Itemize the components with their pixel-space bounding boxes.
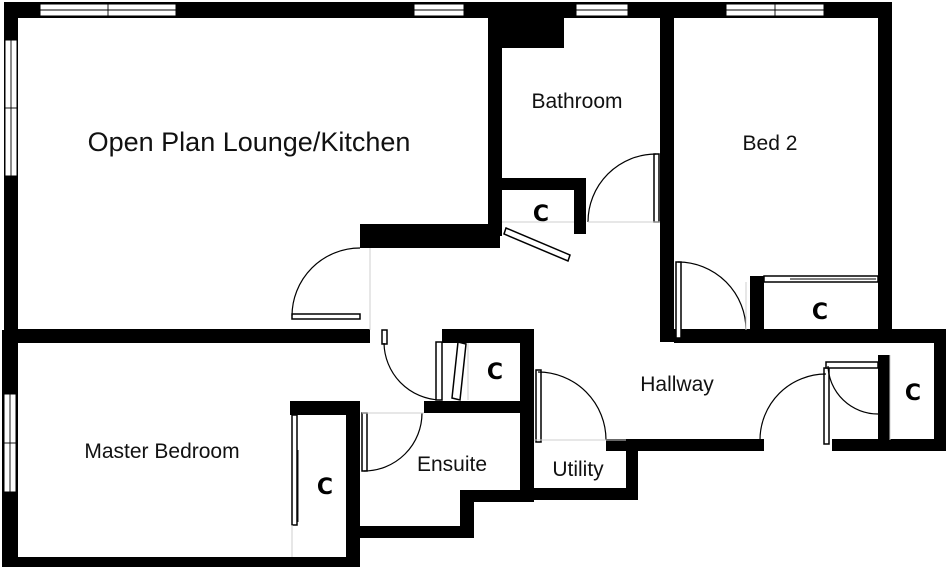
window-lounge-left bbox=[4, 39, 18, 177]
door-right-cupboard bbox=[825, 355, 891, 440]
wall-bath-bed2 bbox=[660, 2, 674, 342]
wall-bath-cupboard-top bbox=[500, 178, 586, 190]
wall-bed2-bottom bbox=[674, 329, 946, 343]
wall-ensuite-step-top bbox=[460, 490, 534, 502]
wall-ensuite-left bbox=[346, 401, 360, 567]
room-labels: Open Plan Lounge/Kitchen Bathroom Bed 2 … bbox=[84, 90, 797, 481]
door-hall-cupboard bbox=[451, 341, 469, 401]
wall-hall-bottom bbox=[606, 439, 764, 451]
wall-column bbox=[500, 2, 564, 48]
wall-bed2-cupboard-left bbox=[750, 276, 764, 342]
wall-master-cupboard-top bbox=[290, 401, 360, 415]
door-master-cupboard bbox=[291, 414, 299, 557]
wall-bottom-left bbox=[2, 557, 358, 567]
doors bbox=[291, 153, 891, 557]
room-label-ensuite: Ensuite bbox=[417, 453, 487, 476]
wall-utility-right bbox=[626, 440, 638, 500]
windows bbox=[3, 3, 825, 493]
door-bath-cupboard bbox=[502, 221, 574, 263]
wall-hall-cupboard-bottom bbox=[424, 401, 534, 413]
window-bathroom-top bbox=[575, 3, 629, 17]
wall-right bbox=[878, 2, 892, 342]
room-label-bathroom: Bathroom bbox=[531, 90, 622, 113]
wall-right-bottom bbox=[832, 439, 946, 451]
wall-right-cupboard-left bbox=[878, 355, 890, 441]
wall-hall-cupboard-top bbox=[442, 329, 534, 343]
cupboard-label-bed2: C bbox=[812, 300, 828, 325]
window-lounge-top-2 bbox=[413, 3, 465, 17]
cupboard-label-bathroom: C bbox=[533, 202, 549, 227]
door-master bbox=[381, 329, 443, 401]
wall-lounge-right bbox=[488, 2, 502, 236]
door-utility bbox=[534, 369, 626, 443]
room-label-utility: Utility bbox=[552, 458, 604, 481]
room-label-hallway: Hallway bbox=[640, 373, 714, 396]
wall-right-cupboard-right bbox=[934, 329, 946, 451]
wall-ensuite-right bbox=[520, 401, 534, 501]
wall-hall-stub bbox=[360, 224, 374, 246]
door-bed2-cupboard bbox=[763, 275, 879, 283]
room-label-bed2: Bed 2 bbox=[743, 132, 798, 155]
wall-notch bbox=[488, 2, 500, 26]
door-hallway-right bbox=[759, 367, 830, 445]
cupboard-label-right: C bbox=[905, 381, 921, 406]
room-label-master-bedroom: Master Bedroom bbox=[84, 440, 239, 463]
wall-lounge-master bbox=[4, 329, 370, 343]
cupboard-label-master: C bbox=[317, 475, 333, 500]
wall-utility-bottom bbox=[520, 488, 638, 500]
wall-hall-upper-left bbox=[360, 224, 500, 248]
room-label-lounge: Open Plan Lounge/Kitchen bbox=[88, 127, 411, 157]
door-ensuite bbox=[361, 412, 424, 472]
door-lounge bbox=[291, 247, 371, 330]
wall-ensuite-bottom bbox=[346, 526, 472, 538]
cupboard-label-hallway: C bbox=[487, 360, 503, 385]
window-lounge-top-1 bbox=[39, 3, 177, 17]
window-master-left bbox=[3, 393, 17, 493]
wall-bath-cupboard-right bbox=[574, 178, 586, 234]
door-bathroom bbox=[587, 153, 660, 223]
cupboard-labels: C C C C C bbox=[317, 202, 921, 500]
door-bed2 bbox=[675, 261, 747, 339]
window-bed2-top bbox=[725, 3, 825, 17]
